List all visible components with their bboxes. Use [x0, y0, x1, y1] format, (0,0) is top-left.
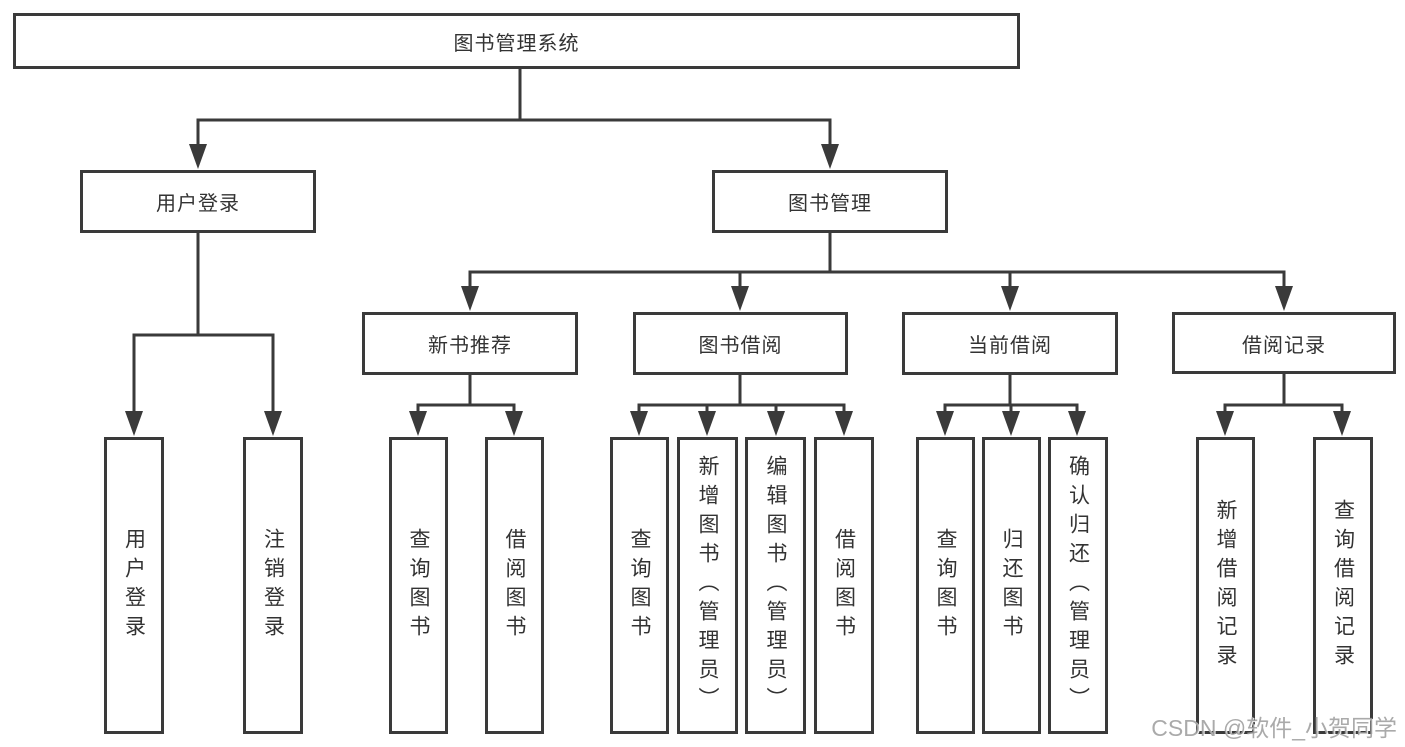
edge-currentborrow-fork [943, 374, 1079, 413]
leaf-label: 借阅图书 [832, 527, 856, 644]
leaf-user-login: 用户登录 [104, 437, 164, 734]
leaf-label: 注销登录 [261, 527, 285, 644]
leaf-borrow-books: 借阅图书 [485, 437, 544, 734]
leaf-label: 编辑图书（管理员） [764, 455, 787, 716]
leaf-label: 查询图书 [628, 527, 651, 644]
leaf-label: 查询图书 [407, 527, 430, 644]
arrowheads [125, 144, 1351, 436]
leaf-return-books: 归还图书 [982, 437, 1041, 734]
node-new-book-recommendation: 新书推荐 [362, 312, 578, 375]
leaf-query-books: 查询图书 [916, 437, 975, 734]
edge-userlogin-fork [132, 232, 275, 413]
leaf-borrow-books: 借阅图书 [814, 437, 874, 734]
edge-bookborrow-fork [637, 374, 846, 413]
node-user-login: 用户登录 [80, 170, 316, 233]
leaf-label: 确认归还（管理员） [1066, 455, 1090, 716]
leaf-label: 用户登录 [122, 527, 146, 644]
node-borrowing-records: 借阅记录 [1172, 312, 1396, 374]
leaf-add-borrow-record: 新增借阅记录 [1196, 437, 1255, 734]
leaf-query-books: 查询图书 [610, 437, 669, 734]
leaf-label: 新增图书（管理员） [696, 455, 719, 716]
leaf-query-books: 查询图书 [389, 437, 448, 734]
edge-borrowrecords-fork [1223, 374, 1344, 413]
leaf-label: 借阅图书 [503, 527, 526, 644]
node-book-management: 图书管理 [712, 170, 948, 233]
leaf-confirm-return-admin: 确认归还（管理员） [1048, 437, 1108, 734]
node-book-borrowing: 图书借阅 [633, 312, 848, 375]
leaf-add-books-admin: 新增图书（管理员） [677, 437, 738, 734]
edge-bookmgmt-fork [468, 232, 1286, 288]
leaf-label: 归还图书 [1000, 527, 1023, 644]
node-book-management-system: 图书管理系统 [13, 13, 1020, 69]
edge-newbookrec-fork [416, 374, 516, 413]
leaf-logout: 注销登录 [243, 437, 303, 734]
edge-root-to-level2 [196, 68, 832, 146]
leaf-label: 查询借阅记录 [1331, 498, 1355, 673]
leaf-edit-books-admin: 编辑图书（管理员） [745, 437, 806, 734]
leaf-label: 新增借阅记录 [1214, 498, 1237, 673]
leaf-query-borrow-record: 查询借阅记录 [1313, 437, 1373, 734]
node-current-borrowing: 当前借阅 [902, 312, 1118, 375]
leaf-label: 查询图书 [934, 527, 957, 644]
